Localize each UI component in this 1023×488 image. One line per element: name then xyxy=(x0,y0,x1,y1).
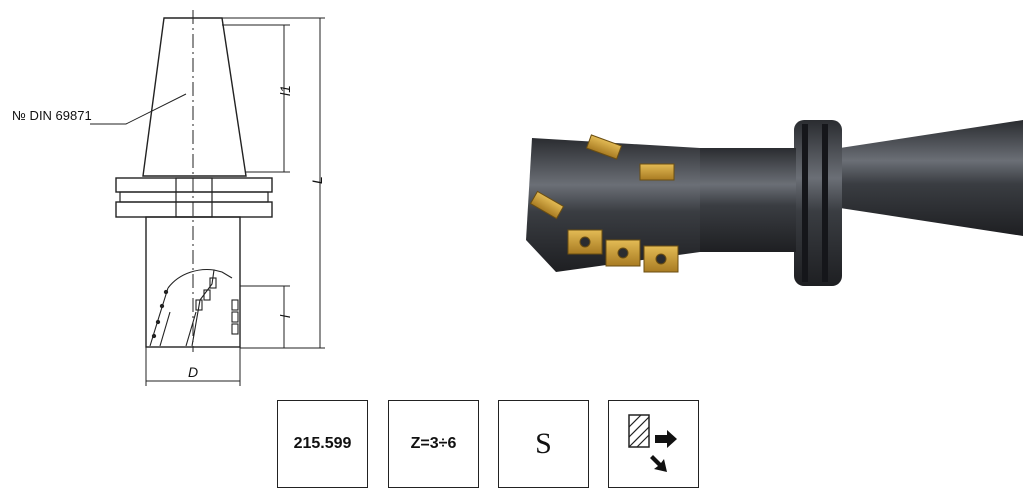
cutter-head xyxy=(149,268,239,347)
photo-shank xyxy=(700,148,796,252)
standard-label: № DIN 69871 xyxy=(12,108,92,123)
dimension-l xyxy=(240,285,290,349)
flange-slot xyxy=(175,177,213,218)
dim-l1-label: l1 xyxy=(277,85,293,96)
flange-mid xyxy=(119,191,269,203)
taper-outline xyxy=(142,17,247,177)
flange-bottom xyxy=(115,201,273,218)
milling-direction-icon xyxy=(627,414,677,472)
dimension-D xyxy=(145,347,241,386)
standard-leader xyxy=(90,93,187,125)
code-box: 215.599 xyxy=(277,400,368,488)
dim-l-label: l xyxy=(277,314,293,318)
dim-L-label: L xyxy=(309,176,325,184)
series-letter: S xyxy=(535,427,552,460)
photo-inserts xyxy=(529,134,679,273)
photo-taper xyxy=(840,120,1023,236)
teeth-box: Z=3÷6 xyxy=(388,400,479,488)
dimension-l1 xyxy=(222,24,290,173)
milling-direction-box xyxy=(608,400,699,488)
photo-flange xyxy=(794,120,842,286)
flange-top xyxy=(115,177,273,193)
dim-D-label: D xyxy=(188,364,198,380)
technical-drawing: № DIN 69871 l1 L l D xyxy=(12,10,325,386)
tool-photo xyxy=(526,120,1023,286)
tool-code: 215.599 xyxy=(293,435,352,452)
series-box: S xyxy=(498,400,589,488)
teeth-count: Z=3÷6 xyxy=(410,435,457,452)
